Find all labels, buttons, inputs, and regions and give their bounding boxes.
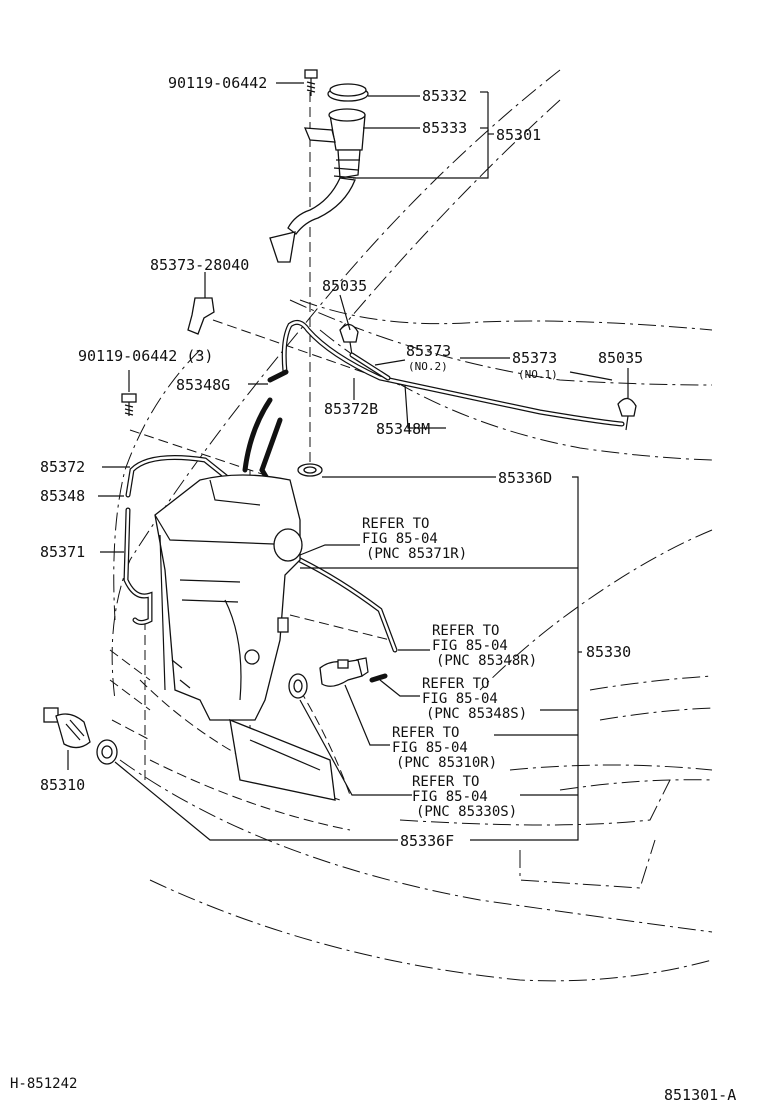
label-no1: (NO.1): [518, 368, 558, 381]
footer-right-code: 851301-A: [664, 1086, 736, 1104]
svg-text:FIG 85-04: FIG 85-04: [432, 638, 508, 654]
svg-text:(PNC 85348S): (PNC 85348S): [426, 706, 527, 722]
svg-text:(PNC 85348R): (PNC 85348R): [436, 653, 537, 669]
refer-note-2: REFER TO FIG 85-04 (PNC 85348R): [432, 623, 537, 669]
grommet-small-icon[interactable]: [288, 673, 308, 699]
svg-text:(PNC 85310R): (PNC 85310R): [396, 755, 497, 771]
label-85332: 85332: [422, 87, 467, 105]
pump-center-icon[interactable]: [319, 657, 369, 687]
label-bolt-3: 90119-06442 (3): [78, 347, 213, 365]
washer-tank[interactable]: [154, 474, 303, 721]
label-85336d: 85336D: [498, 469, 552, 487]
footer-left-code: H-851242: [10, 1076, 77, 1092]
svg-text:REFER TO: REFER TO: [392, 725, 459, 741]
label-bolt-top: 90119-06442: [168, 74, 267, 92]
label-85373-no1: 85373: [512, 349, 557, 367]
svg-text:FIG 85-04: FIG 85-04: [362, 531, 438, 547]
part-labels: 90119-06442 85332 85333 85301 85373-2804…: [40, 74, 643, 850]
refer-note-5: REFER TO FIG 85-04 (PNC 85330S): [412, 774, 517, 820]
label-no2: (NO.2): [408, 360, 448, 373]
label-85035-right: 85035: [598, 349, 643, 367]
svg-text:REFER TO: REFER TO: [422, 676, 489, 692]
svg-text:REFER TO: REFER TO: [412, 774, 479, 790]
svg-text:(PNC 85330S): (PNC 85330S): [416, 804, 517, 820]
svg-text:FIG 85-04: FIG 85-04: [412, 789, 488, 805]
label-85310: 85310: [40, 776, 85, 794]
label-85333: 85333: [422, 119, 467, 137]
refer-note-1: REFER TO FIG 85-04 (PNC 85371R): [362, 516, 467, 562]
label-85348: 85348: [40, 487, 85, 505]
label-85371: 85371: [40, 543, 85, 561]
nozzle-85035-right-icon[interactable]: [617, 397, 637, 431]
label-85336f: 85336F: [400, 832, 454, 850]
svg-text:(PNC 85371R): (PNC 85371R): [366, 546, 467, 562]
filler-neck-icon[interactable]: [269, 108, 366, 263]
label-85373-no2: 85373: [406, 342, 451, 360]
label-85348g: 85348G: [176, 376, 230, 394]
refer-note-4: REFER TO FIG 85-04 (PNC 85310R): [392, 725, 497, 771]
svg-text:REFER TO: REFER TO: [432, 623, 499, 639]
label-85348m: 85348M: [376, 420, 430, 438]
tank-bracket: [229, 718, 336, 801]
nozzle-85035-left-icon[interactable]: [339, 323, 359, 356]
label-85372b: 85372B: [324, 400, 378, 418]
refer-note-3: REFER TO FIG 85-04 (PNC 85348S): [422, 676, 527, 722]
washer-hoses: [123, 319, 625, 683]
label-clip: 85373-28040: [150, 256, 249, 274]
hose-clip-icon[interactable]: [187, 297, 215, 335]
pump-85310-icon[interactable]: [43, 707, 91, 749]
svg-text:FIG 85-04: FIG 85-04: [422, 691, 498, 707]
label-85330: 85330: [586, 643, 631, 661]
grommet-85336f-icon[interactable]: [96, 739, 118, 765]
svg-text:REFER TO: REFER TO: [362, 516, 429, 532]
label-85372: 85372: [40, 458, 85, 476]
cap-85332-icon[interactable]: [327, 83, 369, 102]
leader-lines: [67, 82, 629, 841]
grommet-85336d-icon[interactable]: [297, 463, 323, 477]
label-85035-left: 85035: [322, 277, 367, 295]
bolt-3-icon[interactable]: [121, 393, 137, 416]
bolt-top-icon[interactable]: [304, 69, 318, 96]
label-85301: 85301: [496, 126, 541, 144]
svg-text:FIG 85-04: FIG 85-04: [392, 740, 468, 756]
